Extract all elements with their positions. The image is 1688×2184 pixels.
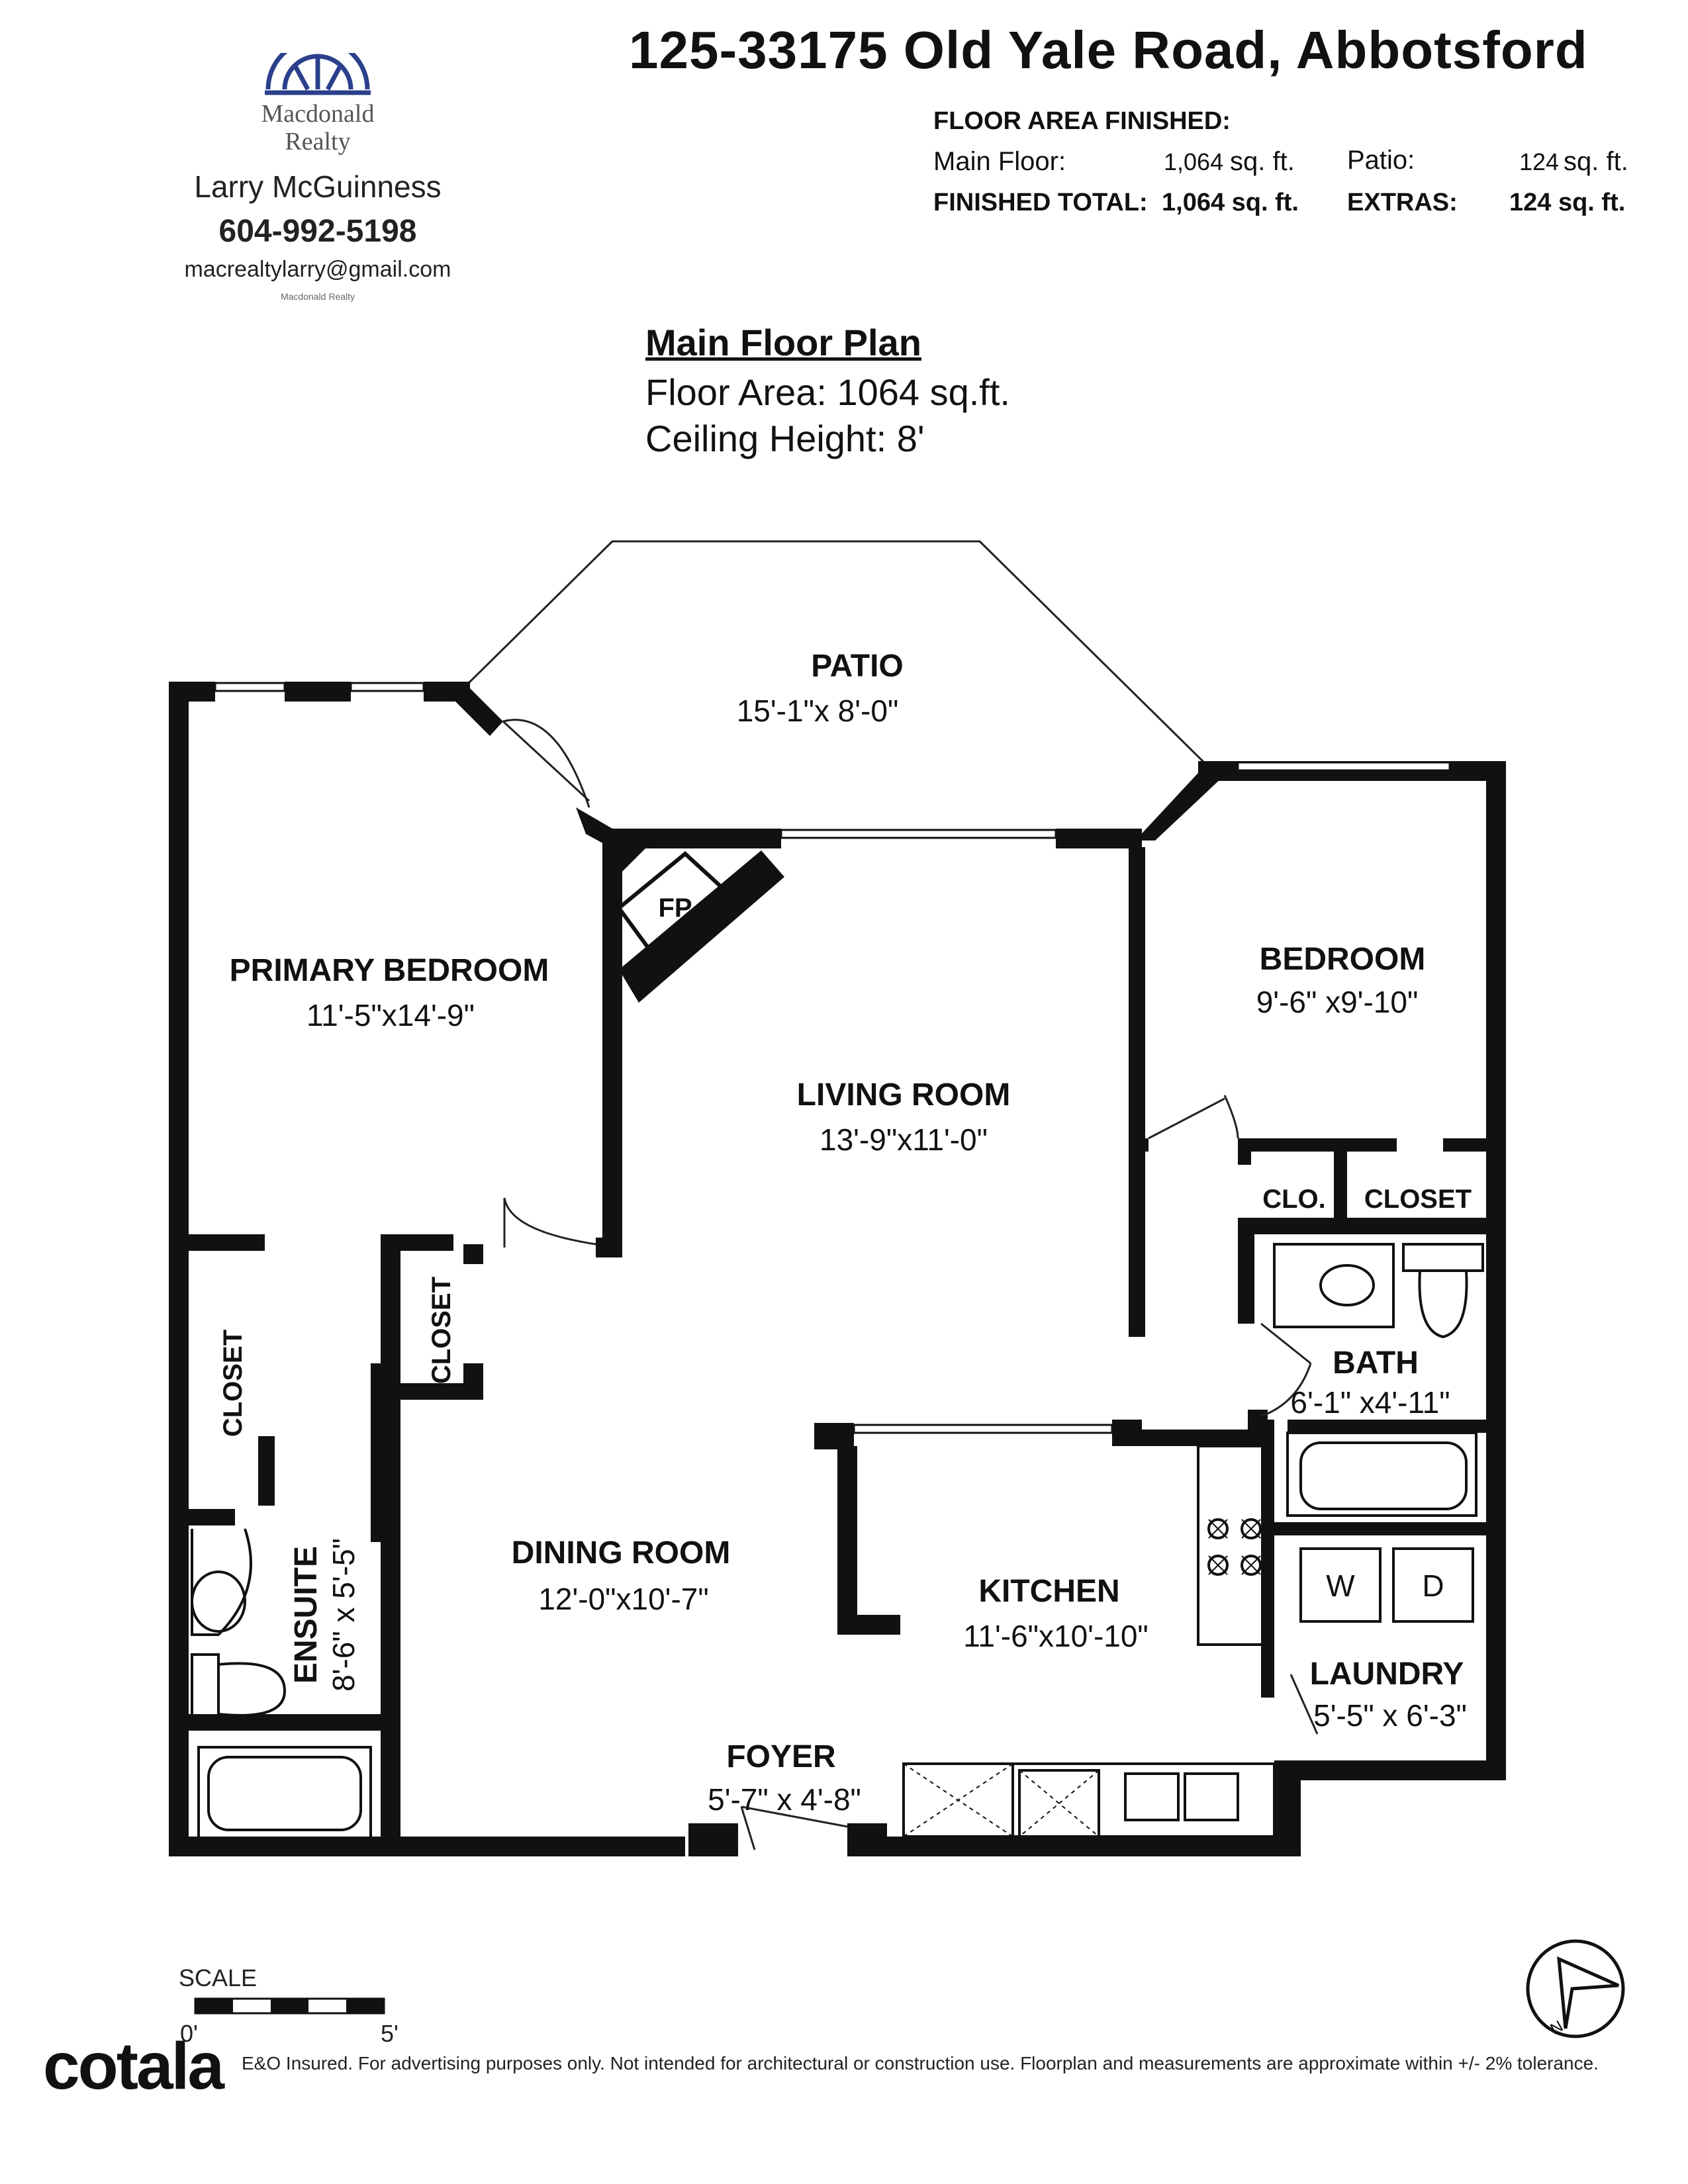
- patio-area-value: 124: [1519, 148, 1560, 175]
- ensuite-dims: 8'-6" x 5'-5": [326, 1538, 361, 1692]
- primary-bedroom-dims: 11'-5"x14'-9": [306, 998, 475, 1032]
- dryer-label: D: [1422, 1569, 1444, 1603]
- bath-label: BATH: [1333, 1345, 1419, 1381]
- living-room-label: LIVING ROOM: [797, 1077, 1011, 1113]
- bedroom-label: BEDROOM: [1260, 942, 1426, 977]
- washer-label: W: [1326, 1569, 1355, 1603]
- brand-line-2: Realty: [285, 128, 351, 156]
- extras-value: 124 sq. ft.: [1509, 189, 1626, 216]
- bath-dims: 6'-1" x4'-11": [1290, 1385, 1450, 1420]
- clo-label: CLO.: [1262, 1185, 1326, 1214]
- patio-area-label: Patio:: [1347, 146, 1415, 175]
- patio-outline: [467, 540, 1207, 766]
- dining-room-dims: 12'-0"x10'-7": [538, 1582, 708, 1616]
- macdonald-realty-logo-icon: [265, 53, 371, 95]
- agent-name: Larry McGuinness: [194, 169, 442, 204]
- plan-ceiling-height: Ceiling Height: 8': [645, 418, 925, 459]
- scale-end: 5': [381, 2020, 399, 2047]
- foyer-label: FOYER: [726, 1739, 835, 1774]
- patio-dims: 15'-1"x 8'-0": [737, 694, 899, 728]
- dining-room-label: DINING ROOM: [512, 1535, 731, 1570]
- laundry-label: LAUNDRY: [1310, 1657, 1464, 1692]
- main-floor-unit: sq. ft.: [1230, 147, 1295, 176]
- fireplace-label: FP: [658, 893, 692, 923]
- fireplace-symbol: [616, 850, 784, 1003]
- agent-brokerage: Macdonald Realty: [280, 291, 355, 302]
- plan-floor-area: Floor Area: 1064 sq.ft.: [645, 371, 1010, 413]
- main-floor-label: Main Floor:: [933, 147, 1066, 176]
- cotala-logo: cotala: [43, 2029, 224, 2103]
- scale-label: SCALE: [179, 1964, 258, 1991]
- agent-email: macrealtylarry@gmail.com: [184, 257, 451, 282]
- scale-bar: [194, 1997, 385, 2015]
- agent-phone: 604-992-5198: [218, 214, 417, 249]
- bedroom-closet-label: CLOSET: [1364, 1185, 1472, 1214]
- brand-line-1: Macdonald: [261, 100, 375, 128]
- ensuite-label: ENSUITE: [289, 1546, 324, 1684]
- laundry-dims: 5'-5" x 6'-3": [1313, 1698, 1467, 1733]
- scale-start: 0': [180, 2020, 198, 2047]
- kitchen-label: KITCHEN: [978, 1574, 1119, 1609]
- finished-total-label: FINISHED TOTAL:: [933, 189, 1148, 216]
- kitchen-dims: 11'-6"x10'-10": [963, 1619, 1149, 1653]
- extras-label: EXTRAS:: [1347, 189, 1458, 216]
- primary-bedroom-label: PRIMARY BEDROOM: [230, 953, 549, 988]
- primary-closet-label: CLOSET: [218, 1330, 248, 1437]
- plan-title: Main Floor Plan: [645, 322, 921, 363]
- finished-total-value: 1,064 sq. ft.: [1162, 189, 1299, 216]
- floor-area-heading: FLOOR AREA FINISHED:: [933, 107, 1231, 135]
- foyer-dims: 5'-7" x 4'-8": [708, 1782, 861, 1817]
- bedroom-dims: 9'-6" x9'-10": [1256, 985, 1419, 1019]
- main-floor-value: 1,064: [1164, 148, 1224, 175]
- hall-closet-label: CLOSET: [427, 1277, 456, 1384]
- living-room-dims: 13'-9"x11'-0": [820, 1122, 988, 1157]
- disclaimer-text: E&O Insured. For advertising purposes on…: [242, 2053, 1599, 2073]
- property-address: 125-33175 Old Yale Road, Abbotsford: [629, 21, 1588, 79]
- compass-icon: [1526, 1939, 1625, 2038]
- patio-label: PATIO: [811, 649, 904, 684]
- walls: [169, 682, 1506, 1856]
- patio-area-unit: sq. ft.: [1564, 147, 1628, 176]
